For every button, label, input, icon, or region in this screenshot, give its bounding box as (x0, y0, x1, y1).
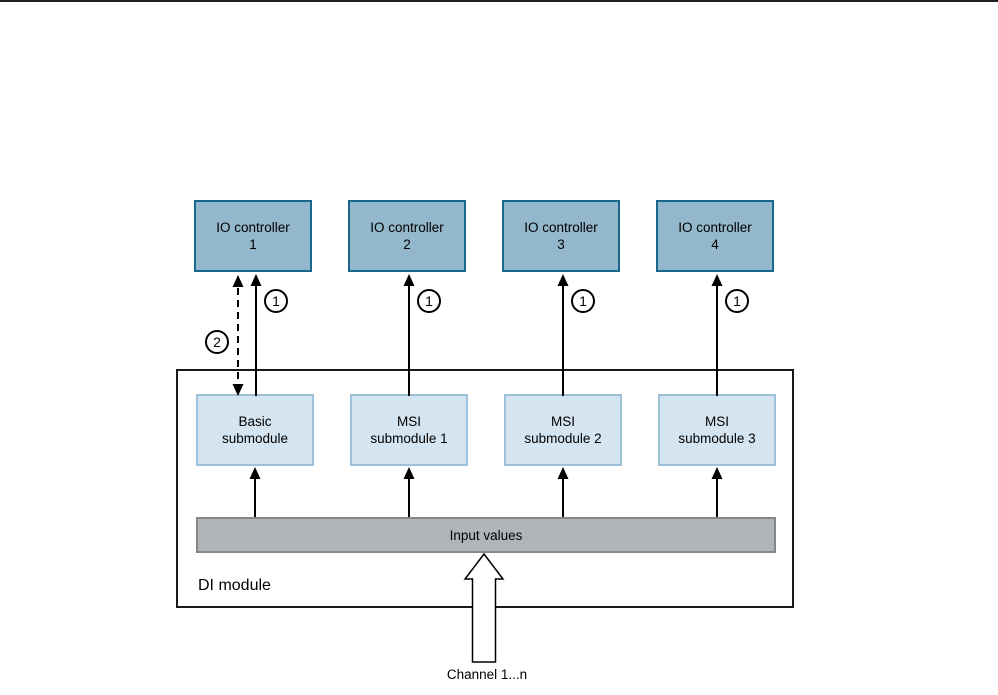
submodule-basic-line2: submodule (221, 431, 289, 446)
submodule-msi3-line1: MSI (704, 414, 729, 429)
io-controller-3-box: IO controller 3 (502, 200, 620, 272)
callout-1-controller1: 1 (264, 289, 288, 313)
io-controller-3-number: 3 (557, 237, 565, 252)
callout-1-controller4: 1 (725, 289, 749, 313)
io-controller-2-number: 2 (403, 237, 411, 252)
submodule-msi2-line1: MSI (550, 414, 575, 429)
submodule-msi2-box: MSI submodule 2 (504, 394, 622, 466)
callout-2: 2 (205, 330, 229, 354)
callout-1-controller4-text: 1 (733, 293, 741, 309)
submodule-msi2-line2: submodule 2 (524, 431, 602, 446)
io-controller-1-number: 1 (249, 237, 257, 252)
callout-1-controller1-text: 1 (272, 293, 280, 309)
input-values-bar: Input values (196, 517, 776, 553)
callout-1-controller2: 1 (417, 289, 441, 313)
callout-1-controller3-text: 1 (579, 293, 587, 309)
submodule-msi3-line2: submodule 3 (678, 431, 756, 446)
io-controller-4-box: IO controller 4 (656, 200, 774, 272)
callout-1-controller2-text: 1 (425, 293, 433, 309)
channel-label: Channel 1...n (446, 667, 528, 682)
callout-2-text: 2 (213, 334, 221, 350)
submodule-msi1-line2: submodule 1 (370, 431, 448, 446)
io-controller-2-label: IO controller (370, 220, 444, 235)
submodule-msi1-line1: MSI (396, 414, 421, 429)
io-controller-2-box: IO controller 2 (348, 200, 466, 272)
submodule-basic-box: Basic submodule (196, 394, 314, 466)
io-controller-1-box: IO controller 1 (194, 200, 312, 272)
page-top-rule (0, 0, 998, 2)
submodule-msi3-box: MSI submodule 3 (658, 394, 776, 466)
io-controller-4-label: IO controller (678, 220, 752, 235)
submodule-msi1-box: MSI submodule 1 (350, 394, 468, 466)
submodule-basic-line1: Basic (238, 414, 272, 429)
di-module-label: DI module (198, 577, 271, 594)
input-values-label: Input values (449, 527, 523, 543)
io-controller-4-number: 4 (711, 237, 719, 252)
io-controller-1-label: IO controller (216, 220, 290, 235)
callout-1-controller3: 1 (571, 289, 595, 313)
io-controller-3-label: IO controller (524, 220, 598, 235)
